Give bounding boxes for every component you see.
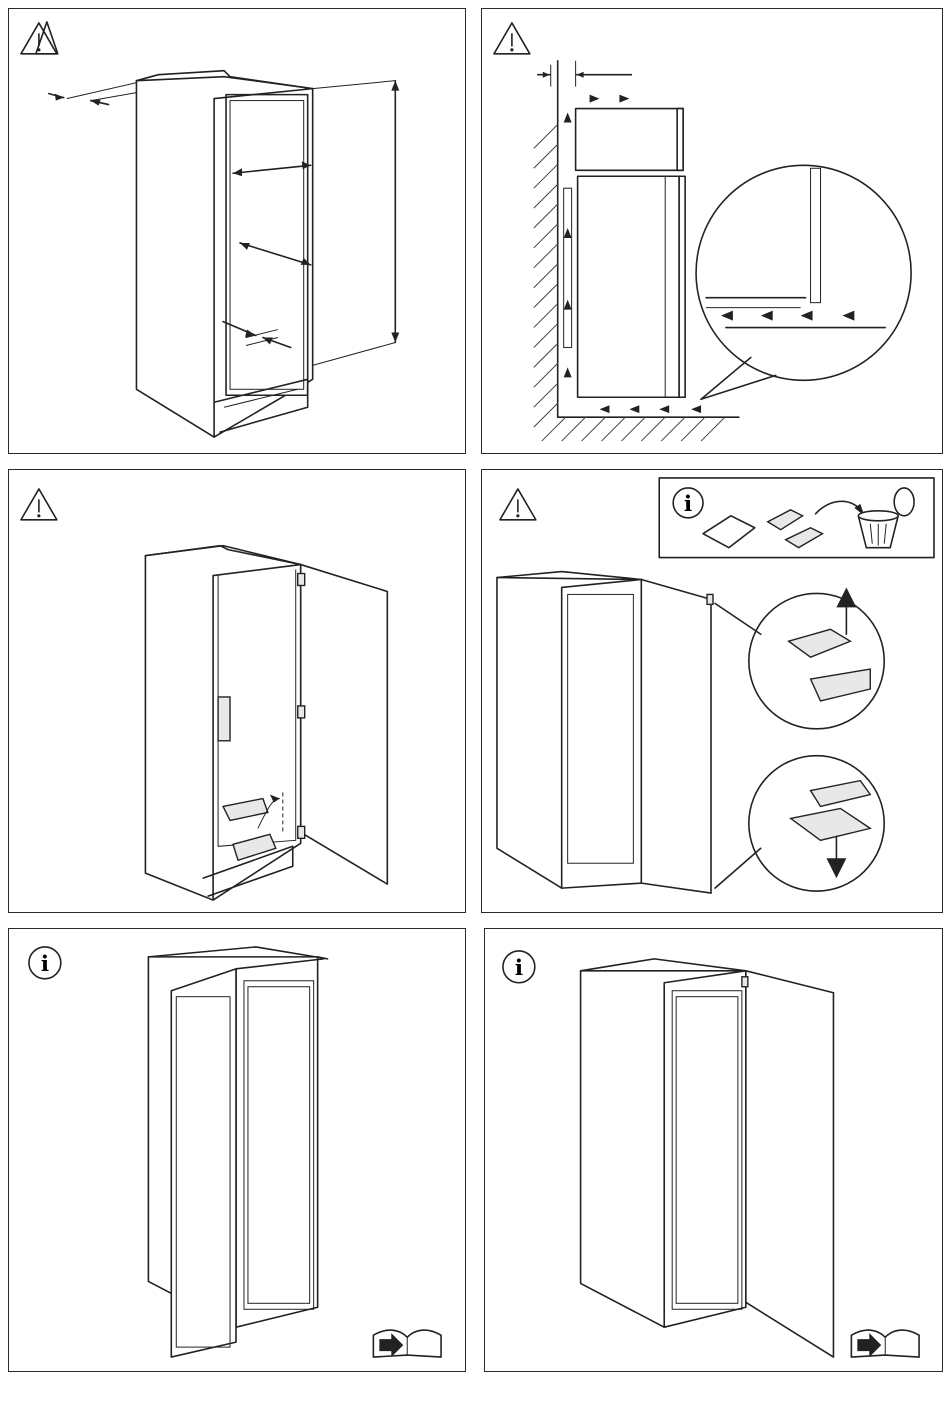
info-inset: i bbox=[659, 478, 934, 558]
fridge-body bbox=[581, 959, 746, 1327]
warning-icon bbox=[500, 489, 536, 520]
panel-niche-dimensions bbox=[8, 8, 466, 454]
svg-text:i: i bbox=[41, 951, 49, 977]
book-arrow-icon bbox=[373, 1330, 441, 1357]
cabinet-niche bbox=[136, 71, 312, 437]
svg-text:i: i bbox=[515, 955, 523, 981]
warning-icon bbox=[21, 489, 57, 520]
niche-dimensions-illustration bbox=[9, 9, 465, 453]
info-icon: i bbox=[503, 951, 535, 983]
warning-icon bbox=[494, 23, 530, 54]
cabinet-open-door bbox=[145, 546, 387, 900]
warning-icon bbox=[21, 22, 58, 54]
appliance-side bbox=[564, 109, 685, 398]
remove-parts-illustration: i bbox=[482, 470, 942, 912]
door-mounting-illustration bbox=[9, 470, 465, 912]
door-left-illustration: i bbox=[9, 929, 465, 1371]
open-door-right bbox=[742, 971, 834, 1357]
panel-remove-parts: i bbox=[481, 469, 943, 913]
detail-circle-top bbox=[715, 587, 884, 728]
info-icon: i bbox=[673, 488, 703, 518]
panel-door-right: i bbox=[484, 928, 943, 1372]
open-door-left bbox=[171, 969, 236, 1357]
panel-door-mounting bbox=[8, 469, 466, 913]
svg-text:i: i bbox=[684, 491, 692, 517]
book-arrow-icon bbox=[851, 1330, 919, 1357]
panel-door-left: i bbox=[8, 928, 466, 1372]
detail-circle-bottom bbox=[715, 756, 884, 891]
fridge-open bbox=[497, 572, 713, 894]
detail-magnifier bbox=[696, 165, 911, 399]
info-icon: i bbox=[29, 947, 61, 979]
panel-ventilation bbox=[481, 8, 943, 454]
door-right-illustration: i bbox=[485, 929, 942, 1371]
ventilation-illustration bbox=[482, 9, 942, 453]
